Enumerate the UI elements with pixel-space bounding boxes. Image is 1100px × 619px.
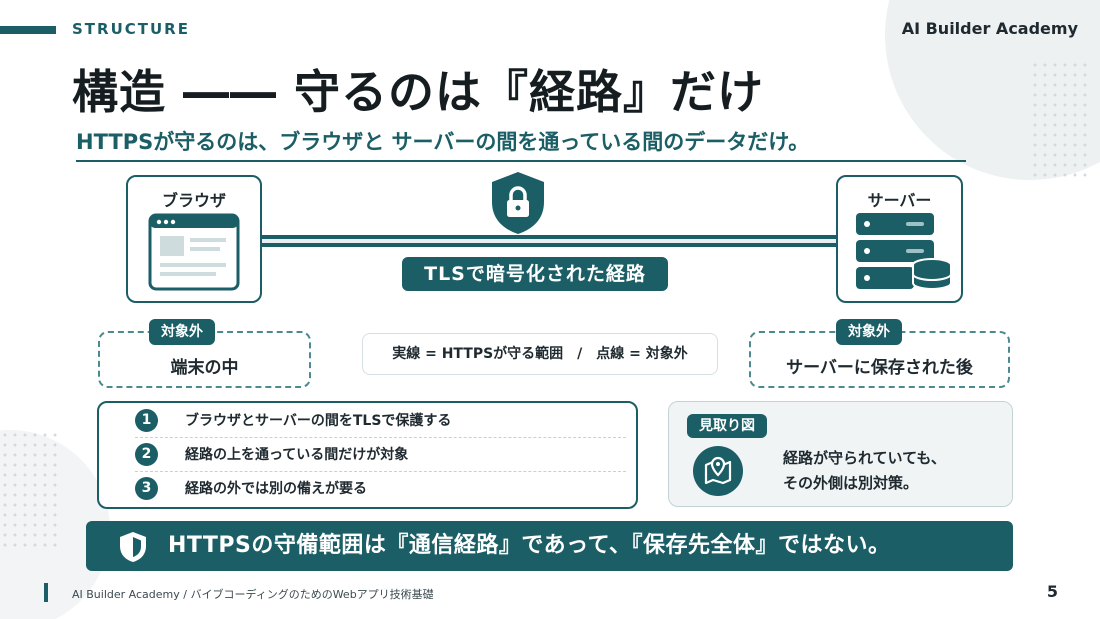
overview-badge: 見取り図 bbox=[687, 414, 767, 438]
summary-banner: HTTPSの守備範囲は『通信経路』であって、『保存先全体』ではない。 bbox=[86, 521, 1013, 571]
tls-path-line bbox=[260, 235, 837, 247]
step-number: 2 bbox=[135, 443, 158, 466]
step-number: 3 bbox=[135, 477, 158, 500]
decorative-dots bbox=[0, 430, 62, 550]
server-scope-box: サーバーに保存された後 bbox=[749, 331, 1010, 388]
device-scope-text: 端末の中 bbox=[170, 358, 239, 378]
server-scope-text: サーバーに保存された後 bbox=[786, 358, 973, 378]
server-rack-icon bbox=[856, 213, 952, 290]
page-title: 構造 ―― 守るのは『経路』だけ bbox=[72, 65, 765, 119]
step-divider bbox=[135, 471, 626, 472]
tls-path-label: TLSで暗号化された経路 bbox=[402, 257, 668, 291]
browser-node: ブラウザ bbox=[126, 175, 262, 303]
steps-card: 1 ブラウザとサーバーの間をTLSで保護する 2 経路の上を通っている間だけが対… bbox=[97, 401, 638, 509]
server-node: サーバー bbox=[836, 175, 963, 303]
map-pin-icon bbox=[693, 446, 743, 496]
page-subtitle: HTTPSが守るのは、ブラウザと サーバーの間を通っている間のデータだけ。 bbox=[76, 130, 810, 154]
list-item: 3 経路の外では別の備えが要る bbox=[99, 472, 636, 506]
footer-text: AI Builder Academy / バイブコーディングのためのWebアプリ… bbox=[72, 588, 434, 601]
footer-accent bbox=[44, 583, 48, 602]
summary-text: HTTPSの守備範囲は『通信経路』であって、『保存先全体』ではない。 bbox=[168, 533, 891, 558]
shield-lock-icon bbox=[492, 172, 544, 234]
subtitle-divider bbox=[76, 160, 966, 162]
out-of-scope-badge: 対象外 bbox=[836, 319, 902, 345]
step-divider bbox=[135, 437, 626, 438]
accent-bar bbox=[0, 26, 56, 34]
server-label: サーバー bbox=[867, 191, 932, 210]
list-item: 2 経路の上を通っている間だけが対象 bbox=[99, 438, 636, 472]
browser-window-icon bbox=[148, 213, 240, 291]
page-number: 5 bbox=[1046, 582, 1058, 601]
step-text: 経路の上を通っている間だけが対象 bbox=[185, 447, 409, 463]
brand-name: AI Builder Academy bbox=[901, 19, 1078, 38]
overview-card: 見取り図 経路が守られていても、 その外側は別対策。 bbox=[668, 401, 1013, 507]
overview-line: その外側は別対策。 bbox=[783, 474, 919, 492]
browser-label: ブラウザ bbox=[161, 191, 226, 210]
shield-check-icon bbox=[120, 532, 146, 562]
line-legend: 実線 = HTTPSが守る範囲 / 点線 = 対象外 bbox=[362, 333, 718, 375]
overview-text: 経路が守られていても、 その外側は別対策。 bbox=[783, 446, 946, 496]
section-label: STRUCTURE bbox=[72, 20, 190, 38]
decorative-dots bbox=[1030, 60, 1092, 180]
out-of-scope-badge: 対象外 bbox=[149, 319, 215, 345]
step-text: 経路の外では別の備えが要る bbox=[185, 481, 367, 497]
overview-line: 経路が守られていても、 bbox=[783, 449, 946, 467]
list-item: 1 ブラウザとサーバーの間をTLSで保護する bbox=[99, 404, 636, 438]
step-number: 1 bbox=[135, 409, 158, 432]
step-text: ブラウザとサーバーの間をTLSで保護する bbox=[185, 413, 452, 429]
